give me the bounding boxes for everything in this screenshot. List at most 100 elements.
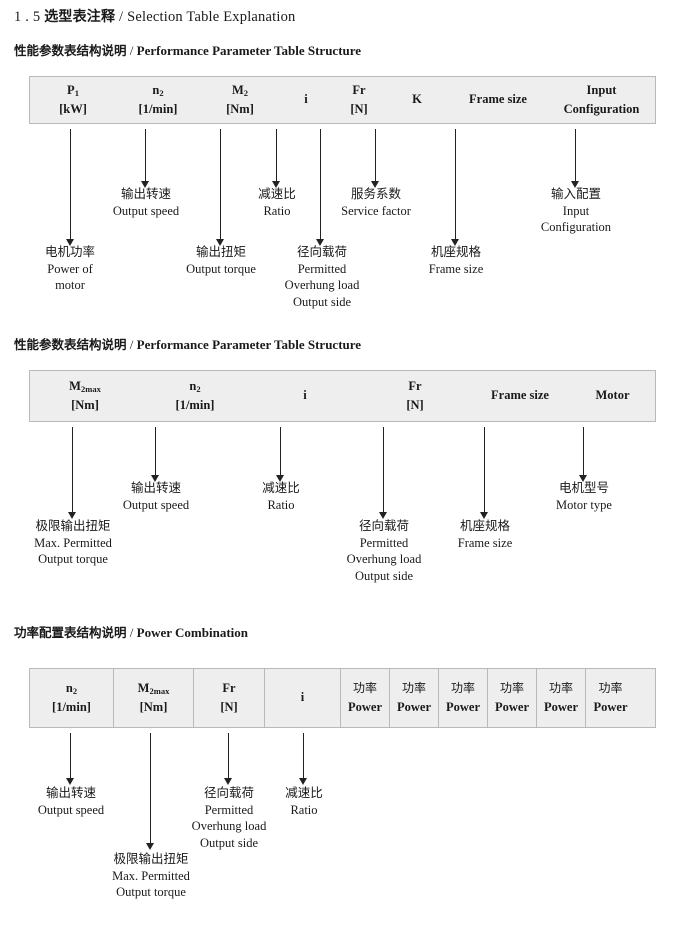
header-unit: [1/min]	[138, 102, 178, 116]
header-unit: Power	[543, 699, 578, 714]
header-symbol: 功率	[352, 681, 377, 696]
annotation-chinese: 电机型号	[558, 480, 609, 495]
annotation-chinese: 输出扭矩	[195, 244, 247, 259]
annotation-english: Output side	[293, 294, 351, 309]
table-header-cell: n2 [1/min]	[116, 77, 200, 123]
annotation-chinese: 机座规格	[459, 518, 510, 533]
header-symbol: Fr	[222, 680, 236, 695]
label-ratio: 减速比 Ratio	[258, 186, 296, 219]
annotation-english: Frame size	[428, 261, 484, 276]
table-header-cell: M2[Nm]	[200, 77, 280, 123]
header-unit: [N]	[406, 398, 424, 412]
header-symbol: M2max	[69, 378, 101, 394]
table-header-cell: K	[386, 77, 448, 123]
table-header-cell: 功率 Power	[537, 669, 586, 727]
title-english: Selection Table Explanation	[127, 9, 296, 25]
header-unit: Power	[396, 699, 431, 714]
annotation-english: Service factor	[341, 203, 411, 218]
table-header-cell: i	[250, 371, 360, 421]
table-header-cell: Fr[N]	[332, 77, 386, 123]
section-heading-2: 性能参数表结构说明 / Performance Parameter Table …	[14, 334, 361, 353]
annotation-english: Overhung load	[346, 552, 422, 566]
title-number: 1 . 5	[14, 9, 41, 25]
annotation-english: Max. Permitted	[34, 535, 112, 550]
header-symbol: Frame size	[491, 388, 549, 403]
header-unit: [N]	[220, 700, 238, 714]
page-title: 1 . 5 选型表注释 / Selection Table Explanatio…	[14, 6, 296, 26]
annotation-chinese: 极限输出扭矩	[113, 851, 189, 866]
section-heading-1: 性能参数表结构说明 / Performance Parameter Table …	[14, 40, 361, 59]
section-heading-2-english: Performance Parameter Table Structure	[136, 337, 362, 352]
annotation-chinese: 电机功率	[44, 244, 96, 259]
table-header-cell: i	[280, 77, 332, 123]
header-symbol: 功率	[548, 681, 573, 696]
label-power-of-motor: 电机功率 Power of motor	[45, 244, 95, 294]
annotation-english: Ratio	[263, 203, 291, 218]
header-symbol: n2	[152, 82, 164, 98]
annotation-chinese: 径向载荷	[203, 785, 255, 800]
annotation-chinese: 减速比	[262, 480, 300, 495]
header-symbol: 功率	[598, 681, 623, 696]
header-symbol: n2	[189, 378, 201, 394]
annotation-english: Permitted	[359, 535, 409, 550]
table-header-cell: P1 [kW]	[30, 77, 116, 123]
table-header-cell: Fr[N]	[360, 371, 470, 421]
section-heading-1-separator: /	[129, 43, 134, 58]
annotation-english: Output side	[355, 568, 413, 583]
annotation-chinese: 输出转速	[45, 785, 96, 800]
table-header-cell: i	[265, 669, 341, 727]
label-motor-type: 电机型号 Motor type	[556, 480, 612, 513]
annotation-english: Frame size	[457, 535, 513, 550]
label-service-factor: 服务系数 Service factor	[341, 186, 411, 219]
annotation-english: Motor type	[556, 497, 612, 512]
section-heading-3-chinese: 功率配置表结构说明	[14, 625, 127, 640]
header-unit: Configuration	[563, 102, 640, 116]
header-symbol: Fr	[352, 82, 366, 97]
annotation-english: Overhung load	[284, 278, 360, 292]
annotation-english: Input	[562, 203, 590, 218]
header-unit: [Nm]	[71, 398, 99, 412]
annotation-chinese: 径向载荷	[296, 244, 348, 259]
header-symbol: i	[303, 388, 307, 403]
annotation-chinese: 输出转速	[130, 480, 181, 495]
section-heading-2-chinese: 性能参数表结构说明	[14, 337, 127, 352]
annotation-chinese: 服务系数	[350, 186, 402, 201]
table-header-cell: M2max[Nm]	[114, 669, 194, 727]
section-heading-1-english: Performance Parameter Table Structure	[136, 43, 362, 58]
header-unit: [kW]	[59, 102, 87, 116]
annotation-chinese: 减速比	[258, 186, 296, 201]
table-header-cell: n2[1/min]	[140, 371, 250, 421]
annotation-chinese: 径向载荷	[358, 518, 410, 533]
annotation-chinese: 机座规格	[430, 244, 481, 259]
table-header-cell: Fr [N]	[194, 669, 265, 727]
header-symbol: Input	[586, 82, 617, 97]
annotation-chinese: 减速比	[285, 785, 323, 800]
annotation-english: Permitted	[204, 802, 254, 817]
section-heading-3-english: Power Combination	[136, 625, 248, 640]
annotation-english: Ratio	[267, 497, 295, 512]
annotation-english: motor	[55, 278, 85, 292]
header-symbol: P1	[67, 82, 79, 98]
label-frame-size: 机座规格 Frame size	[429, 244, 484, 277]
header-symbol: 功率	[499, 681, 524, 696]
header-unit: Power	[494, 699, 529, 714]
annotation-english: Output speed	[112, 203, 180, 218]
section-heading-3: 功率配置表结构说明 / Power Combination	[14, 622, 248, 641]
title-chinese: 选型表注释	[44, 9, 116, 25]
annotation-english: Output side	[200, 835, 258, 850]
header-symbol: n2	[65, 680, 78, 696]
table-header-cell: n2[1/min]	[30, 669, 114, 727]
annotation-english: Power of	[47, 261, 93, 276]
